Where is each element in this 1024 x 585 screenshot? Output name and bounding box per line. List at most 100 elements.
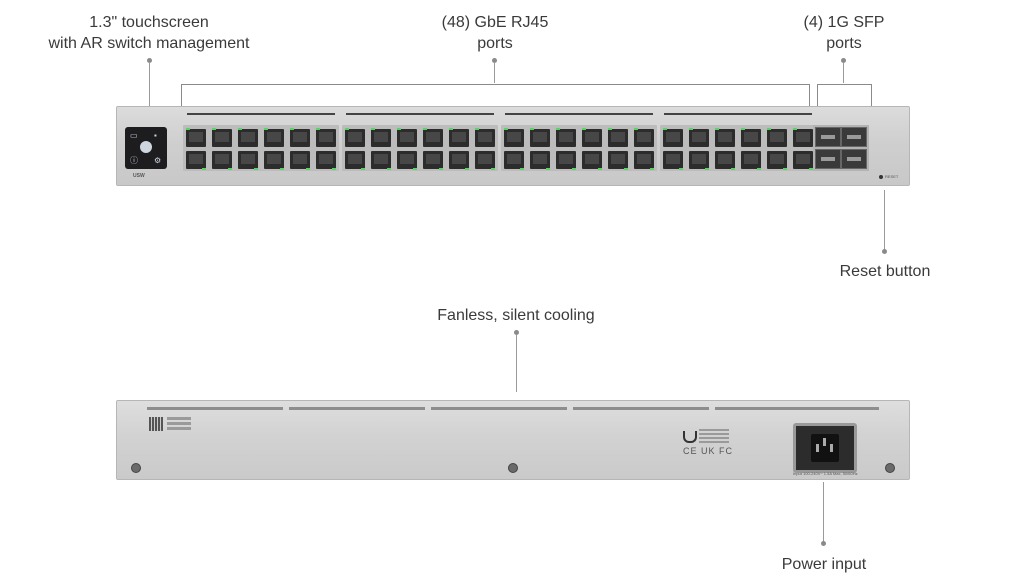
rj45-leader-dot	[492, 58, 497, 63]
rj45-leader	[494, 62, 495, 83]
touchscreen-leader	[149, 62, 150, 106]
port-led	[491, 168, 495, 170]
reset-leader-dot	[882, 249, 887, 254]
vent-slot	[147, 407, 283, 410]
port-led	[582, 128, 586, 130]
cooling-leader	[516, 334, 517, 392]
sfp-port	[815, 127, 841, 147]
rj45-port	[793, 151, 813, 169]
lock-icon: ▪	[154, 131, 157, 140]
port-group-bar	[505, 113, 653, 115]
port-block	[501, 125, 657, 171]
port-led	[439, 168, 443, 170]
port-led	[228, 168, 232, 170]
rj45-port	[423, 151, 443, 169]
port-led	[793, 128, 797, 130]
port-led	[520, 168, 524, 170]
port-group-bar	[664, 113, 812, 115]
power-socket	[811, 434, 839, 462]
rj45-port	[212, 151, 232, 169]
port-led	[809, 168, 813, 170]
rj45-port	[582, 129, 602, 147]
rj45-bracket-right	[809, 84, 810, 106]
rj45-port	[767, 129, 787, 147]
rj45-port	[423, 129, 443, 147]
power-pin	[830, 444, 833, 452]
port-led	[598, 168, 602, 170]
rj45-port	[316, 151, 336, 169]
rj45-port	[264, 151, 284, 169]
port-led	[663, 128, 667, 130]
port-led	[634, 128, 638, 130]
cooling-leader-dot	[514, 330, 519, 335]
power-pin	[816, 444, 819, 452]
rj45-port	[371, 129, 391, 147]
certification-marks: CE UK FC	[683, 446, 734, 456]
port-block	[342, 125, 498, 171]
port-led	[316, 128, 320, 130]
info-icon: ⓘ	[130, 156, 138, 165]
sfp-bracket	[817, 84, 872, 85]
rj45-bracket-left	[181, 84, 182, 106]
port-led	[546, 168, 550, 170]
serial-label	[167, 417, 191, 420]
port-led	[705, 168, 709, 170]
rj45-port	[238, 129, 258, 147]
regulatory-text	[699, 429, 729, 431]
port-led	[238, 128, 242, 130]
vent-slot	[431, 407, 567, 410]
reset-label: RESET	[885, 174, 899, 179]
rj45-port	[663, 129, 683, 147]
reset-leader	[884, 190, 885, 250]
port-led	[475, 128, 479, 130]
rj45-port	[449, 151, 469, 169]
power-rating: Input 100-240V~ 1.5A Max, 50/60Hz	[793, 471, 858, 476]
sfp-bracket-right	[871, 84, 872, 106]
port-led	[783, 168, 787, 170]
rj45-port	[212, 129, 232, 147]
port-led	[361, 168, 365, 170]
sfp-leader	[843, 62, 844, 83]
port-led	[624, 168, 628, 170]
settings-icon: ⚙	[154, 156, 162, 165]
rj45-port	[689, 151, 709, 169]
reset-button[interactable]	[879, 175, 883, 179]
sfp-port-array	[813, 125, 869, 171]
port-led	[715, 128, 719, 130]
rj45-port	[767, 151, 787, 169]
touchscreen-leader-dot	[147, 58, 152, 63]
sfp-port	[841, 127, 867, 147]
screw-right	[885, 463, 895, 473]
port-led	[504, 128, 508, 130]
port-led	[202, 168, 206, 170]
rj45-port	[449, 129, 469, 147]
model-label: USW	[133, 173, 145, 179]
rj45-port	[608, 129, 628, 147]
rj45-port	[316, 129, 336, 147]
port-led	[280, 168, 284, 170]
sfp-ports-callout: (4) 1G SFP ports	[803, 14, 885, 52]
rj45-port	[186, 151, 206, 169]
rj45-port	[741, 151, 761, 169]
port-block	[183, 125, 339, 171]
port-group-bar	[346, 113, 494, 115]
rj45-port	[689, 129, 709, 147]
dial-ring	[140, 141, 152, 153]
rj45-port	[345, 129, 365, 147]
power-inlet[interactable]	[793, 423, 857, 473]
power-leader	[823, 482, 824, 542]
screw-center	[508, 463, 518, 473]
rj45-port	[634, 151, 654, 169]
vent-slot	[289, 407, 425, 410]
port-led	[530, 128, 534, 130]
rj45-port	[397, 151, 417, 169]
port-led	[186, 128, 190, 130]
port-led	[423, 128, 427, 130]
port-block	[660, 125, 816, 171]
rj45-port	[504, 129, 524, 147]
port-led	[306, 168, 310, 170]
port-led	[731, 168, 735, 170]
port-led	[465, 168, 469, 170]
rj45-port	[264, 129, 284, 147]
screw-left	[131, 463, 141, 473]
